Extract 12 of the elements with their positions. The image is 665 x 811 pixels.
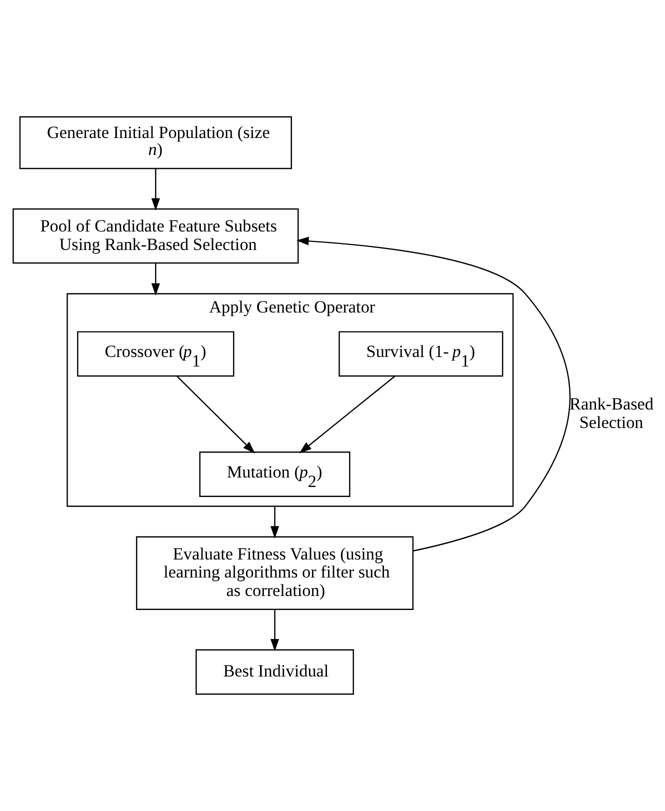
node-box: Best Individual	[196, 649, 354, 695]
node-box: Generate Initial Population (size n)	[19, 116, 292, 170]
arrow	[151, 168, 160, 211]
edge-label: Rank-Based Selection	[570, 394, 654, 432]
arrow	[296, 236, 571, 552]
arrow	[151, 263, 160, 296]
arrow	[270, 506, 280, 538]
node-box: Pool of Candidate Feature Subsets Using Rank-Based Selection	[12, 208, 299, 264]
arrow	[270, 610, 280, 652]
arrow	[299, 376, 396, 454]
node-box: Evaluate Fitness Values (using learning algorithms or filter such as correlation)	[136, 536, 414, 610]
arrow	[176, 376, 255, 454]
